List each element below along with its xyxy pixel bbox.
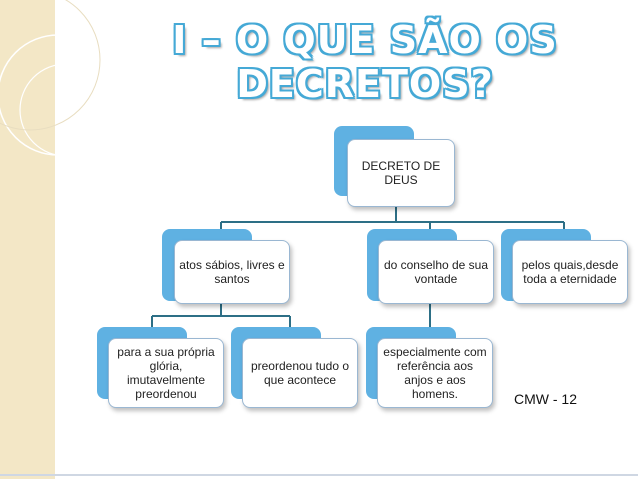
level1-node-2-label: do conselho de sua vontade [383, 258, 489, 286]
level2-node-2-label: preordenou tudo o que acontece [250, 359, 350, 387]
circle-decoration [0, 0, 119, 157]
level1-node-2: do conselho de sua vontade [378, 240, 494, 304]
root-node-label: DECRETO DE DEUS [361, 159, 441, 187]
level1-node-1-label: atos sábios, livres e santos [179, 258, 285, 286]
bottom-divider [0, 474, 638, 476]
level2-node-3: especialmente com referência aos anjos e… [377, 338, 493, 408]
level2-node-1-label: para a sua própria glória, imutavelmente… [117, 345, 215, 401]
level1-node-1: atos sábios, livres e santos [174, 240, 290, 304]
level1-node-3: pelos quais,desde toda a eternidade [512, 240, 628, 304]
level2-node-1: para a sua própria glória, imutavelmente… [108, 338, 224, 408]
slide-footer-label: CMW - 12 [514, 391, 577, 407]
root-node: DECRETO DE DEUS [347, 139, 455, 207]
level1-node-3-label: pelos quais,desde toda a eternidade [521, 258, 619, 286]
level2-node-3-label: especialmente com referência aos anjos e… [383, 345, 487, 401]
slide-title-line-1: I – O QUE SÃO OS [172, 18, 558, 62]
slide-title-line-2: DECRETOS? [236, 62, 494, 106]
sidebar-decoration [0, 0, 55, 479]
level2-node-2: preordenou tudo o que acontece [242, 338, 358, 408]
